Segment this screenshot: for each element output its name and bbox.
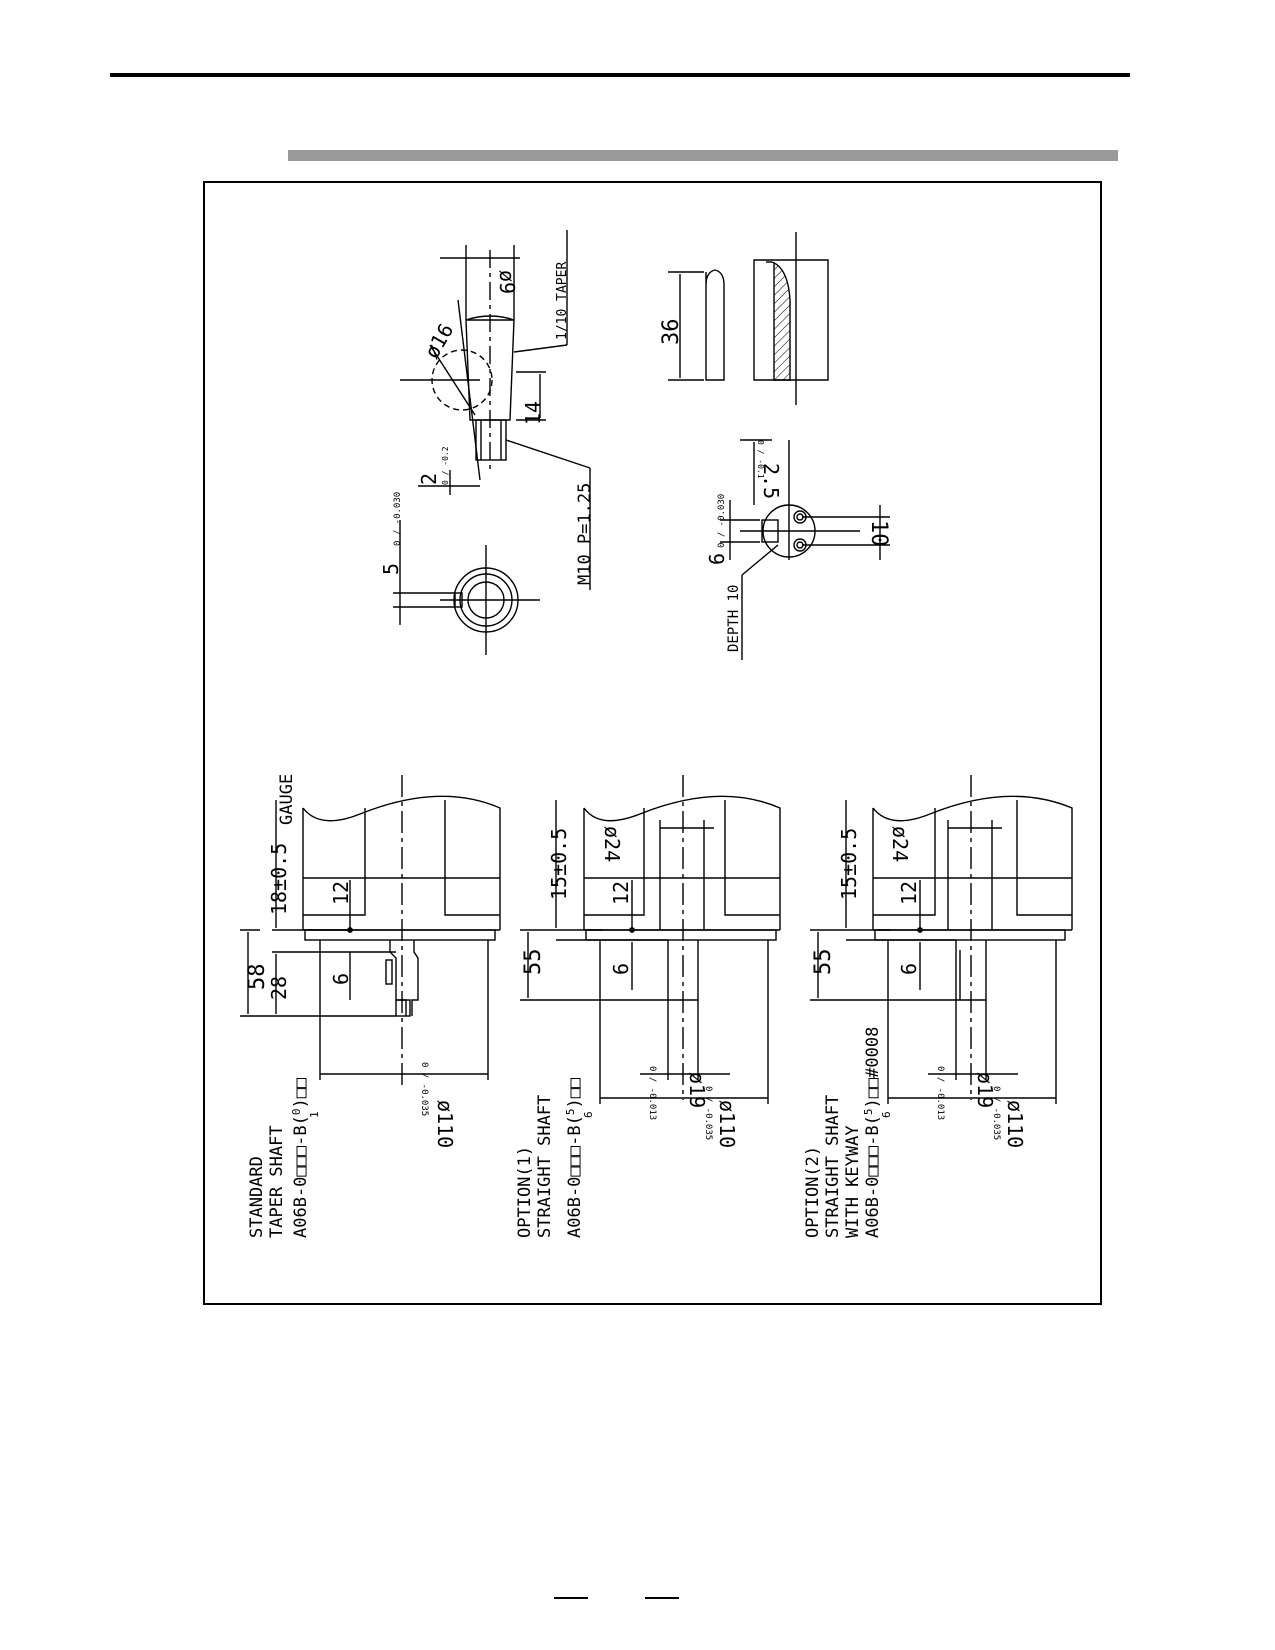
footer-mark-right bbox=[645, 1597, 679, 1599]
opt1-part-sub: 6 bbox=[582, 1111, 595, 1118]
std-dim-gauge: 18±0.5 bbox=[267, 843, 291, 915]
opt1-dim-55: 55 bbox=[521, 949, 546, 976]
opt1-dim-6: 6 bbox=[609, 963, 633, 975]
key-height: 2.5 bbox=[759, 463, 783, 499]
keyway-dim: 5 bbox=[379, 563, 403, 575]
opt1-dim-gauge: 15±0.5 bbox=[547, 828, 571, 900]
taper-thread: M10 P=1.25 bbox=[575, 483, 595, 585]
std-part-number: A06B-0□□□-B(0)□□ bbox=[290, 1077, 311, 1238]
option2-keyway-shaft-view: 55 15±0.5 12 6 ø24 ø19 0 / -0.013 ø110 0… bbox=[803, 775, 1073, 1238]
key-width: 6 bbox=[705, 553, 729, 565]
taper-len14: 14 bbox=[521, 401, 545, 425]
taper-dia9: ø9 bbox=[495, 270, 519, 294]
opt1-label-2: STRAIGHT SHAFT bbox=[535, 1095, 555, 1238]
key-width-tol: 0 / -0.030 bbox=[717, 494, 727, 548]
opt1-dim-pilot-tol: 0 / -0.035 bbox=[703, 1086, 713, 1140]
opt1-part-number: A06B-0□□□-B(5)□□ bbox=[564, 1077, 585, 1238]
std-dim-28: 28 bbox=[267, 976, 291, 1000]
taper-key-2: 2 bbox=[417, 473, 441, 485]
opt2-part-number: A06B-0□□□-B(5)□□#0008 bbox=[862, 1027, 883, 1238]
std-label-2: TAPER SHAFT bbox=[267, 1125, 287, 1238]
std-dim-58: 58 bbox=[245, 964, 270, 991]
opt2-dim-gauge: 15±0.5 bbox=[837, 828, 861, 900]
keyway-tol: 0 / -0.030 bbox=[393, 492, 403, 546]
std-dim-6: 6 bbox=[329, 973, 353, 985]
opt1-dim-shaft-tol: 0 / -0.013 bbox=[647, 1066, 657, 1120]
opt2-label-1: OPTION(2) bbox=[803, 1146, 823, 1238]
taper-shaft-detail: 5 0 / -0.030 ø9 ø16 14 1/10 TAPER M10 P=… bbox=[379, 230, 595, 655]
section-title-bar bbox=[288, 150, 1118, 161]
taper-ratio: 1/10 TAPER bbox=[555, 262, 570, 340]
opt2-dim-55: 55 bbox=[811, 949, 836, 976]
key-height-tol: 0 / -0.1 bbox=[756, 440, 765, 479]
opt2-dim-shaft-tol: 0 / -0.013 bbox=[935, 1066, 945, 1120]
std-part-sub: 1 bbox=[308, 1111, 321, 1118]
opt2-label-3: WITH KEYWAY bbox=[843, 1125, 863, 1238]
drawing-frame bbox=[203, 181, 1102, 1305]
std-dim-pilot-tol: 0 / -0.035 bbox=[419, 1062, 429, 1116]
key-depth: DEPTH 10 bbox=[726, 585, 742, 652]
opt2-dim-pilot-tol: 0 / -0.035 bbox=[991, 1086, 1001, 1140]
header-rule bbox=[110, 73, 1130, 77]
opt2-dim-6: 6 bbox=[897, 963, 921, 975]
std-label-1: STANDARD bbox=[247, 1156, 267, 1238]
opt1-dim-12: 12 bbox=[609, 881, 633, 905]
opt1-dim-boss: ø24 bbox=[600, 826, 624, 862]
key-ten: 10 bbox=[866, 520, 891, 547]
std-dim-12: 12 bbox=[329, 881, 353, 905]
opt2-dim-boss: ø24 bbox=[888, 826, 912, 862]
std-dim-pilot: ø110 bbox=[433, 1100, 457, 1148]
opt2-dim-pilot: ø110 bbox=[1003, 1100, 1027, 1148]
opt2-dim-12: 12 bbox=[897, 881, 921, 905]
opt2-part-sub: 6 bbox=[880, 1111, 893, 1118]
option1-straight-shaft-view: 55 15±0.5 12 6 ø24 ø19 0 / -0.013 ø110 0… bbox=[515, 775, 781, 1238]
opt2-label-2: STRAIGHT SHAFT bbox=[823, 1095, 843, 1238]
taper-key-tol: 0 / -0.2 bbox=[441, 446, 450, 485]
opt1-label-1: OPTION(1) bbox=[515, 1146, 535, 1238]
std-gauge-label: GAUGE bbox=[277, 774, 297, 825]
opt1-dim-shaft: ø19 bbox=[685, 1072, 709, 1108]
opt1-dim-pilot: ø110 bbox=[715, 1100, 739, 1148]
key-len-36: 36 bbox=[659, 319, 684, 346]
opt2-dim-shaft: ø19 bbox=[973, 1072, 997, 1108]
key-detail: 36 2.5 0 / -0.1 6 0 / -0.030 10 DEPTH bbox=[659, 232, 891, 660]
taper-dia16: ø16 bbox=[420, 319, 459, 362]
standard-taper-shaft-view: 58 28 18±0.5 GAUGE 12 6 ø110 0 / -0.035 … bbox=[240, 774, 501, 1238]
footer-mark-left bbox=[554, 1597, 588, 1599]
